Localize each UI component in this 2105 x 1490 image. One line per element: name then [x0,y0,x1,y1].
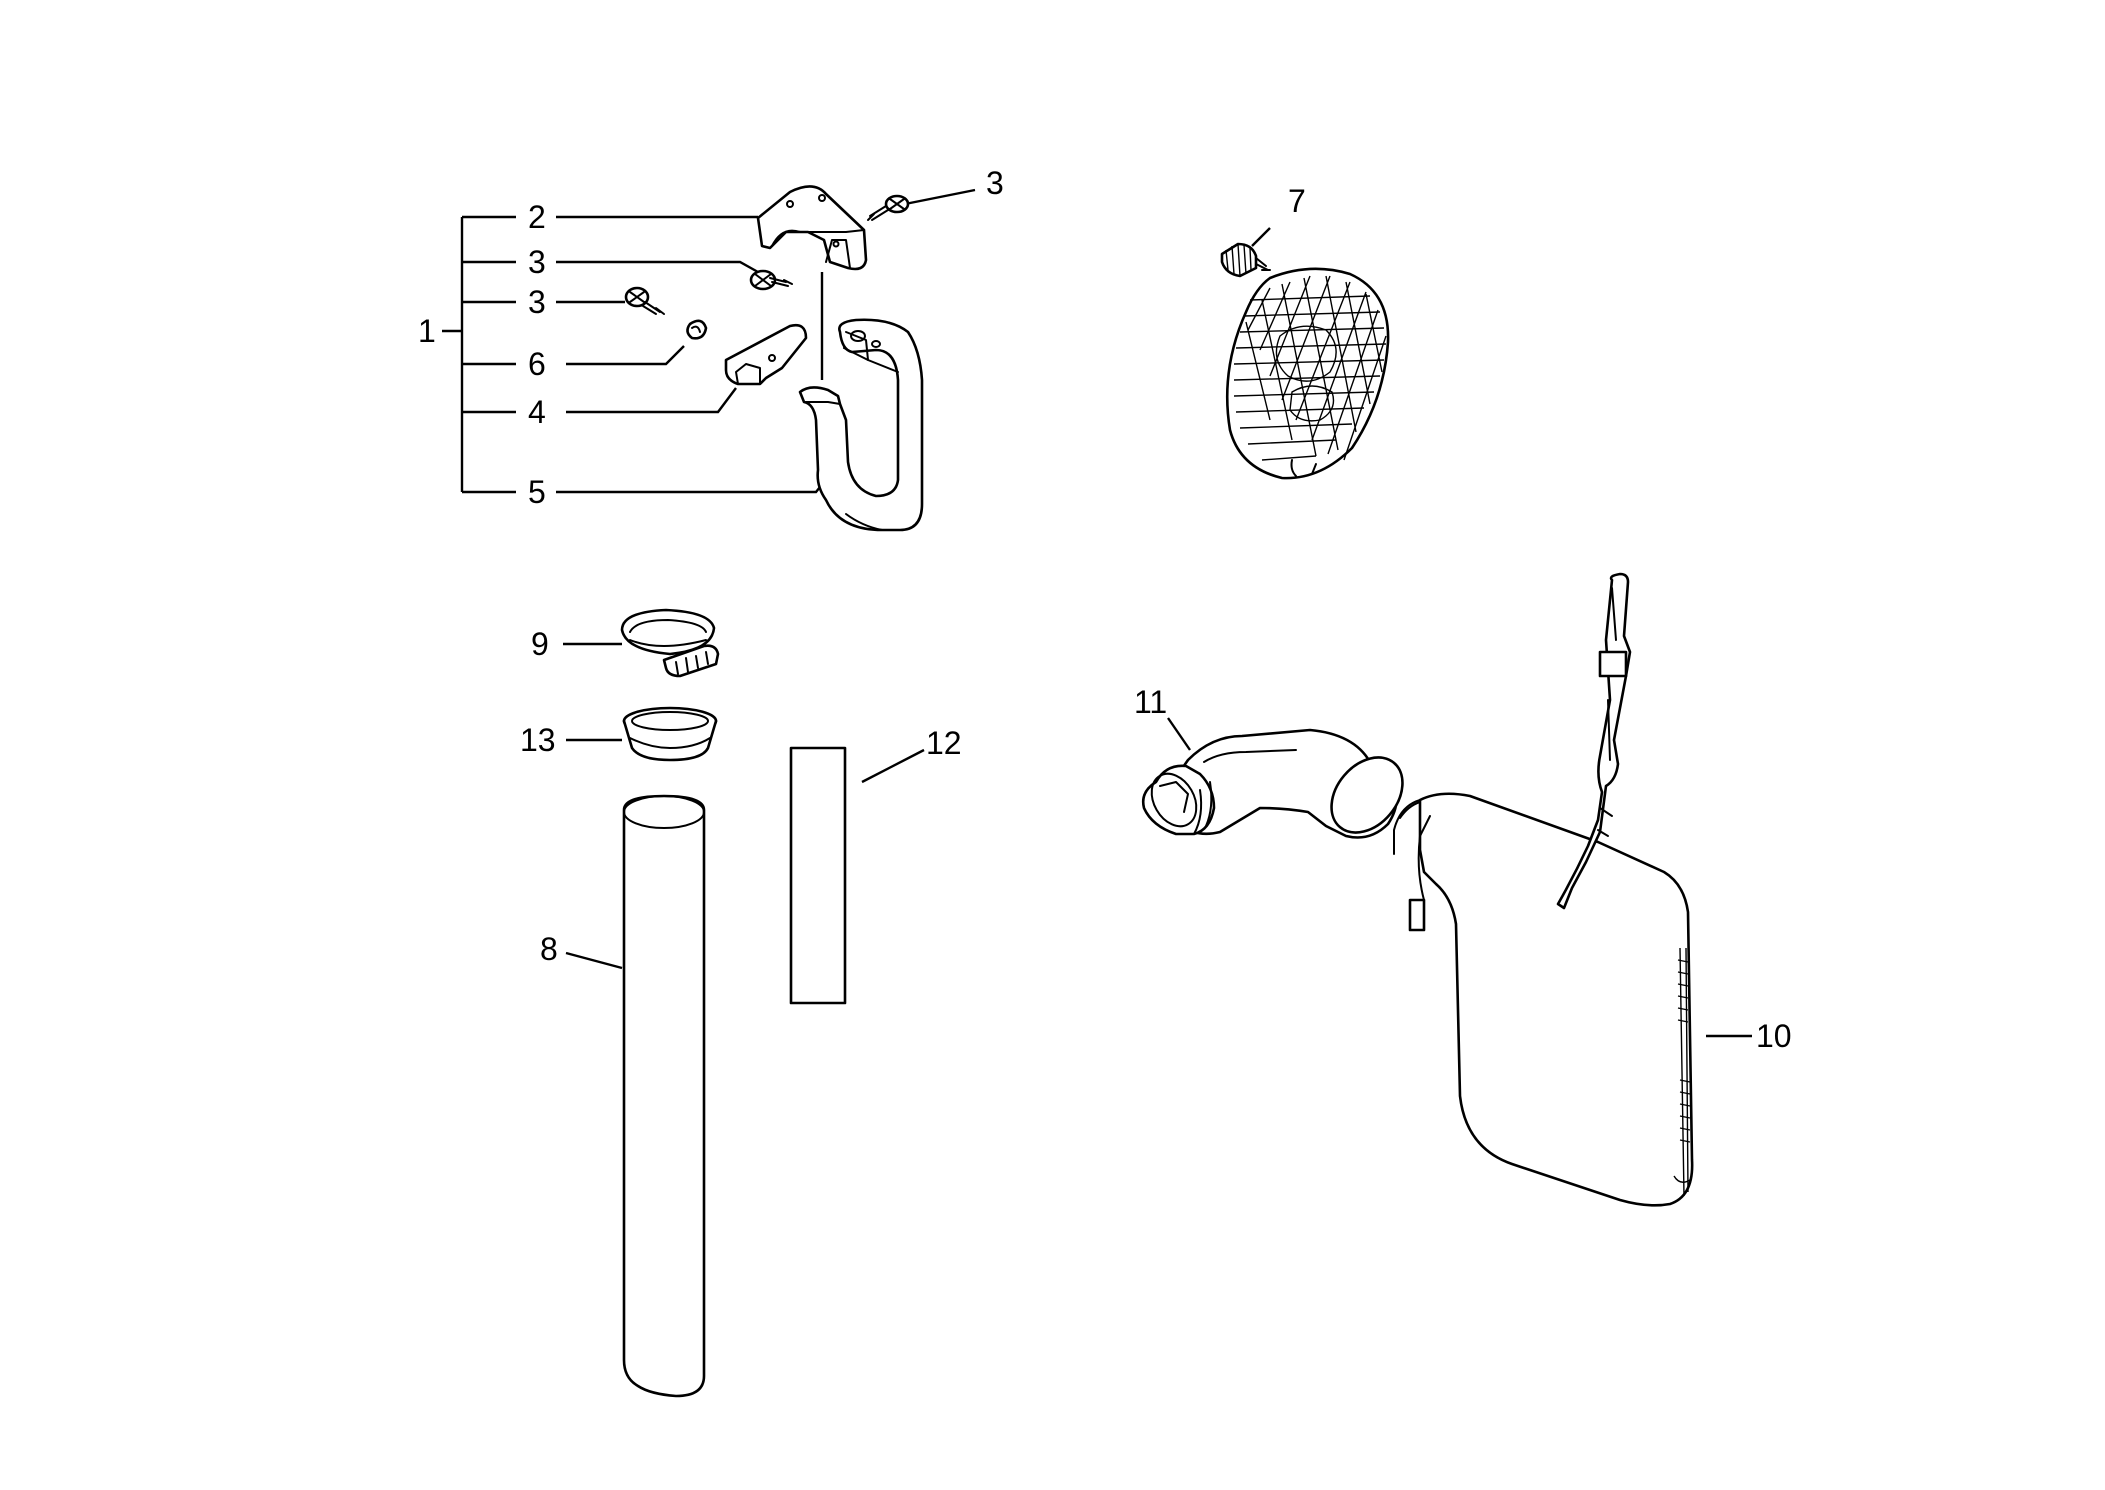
part-13-ring [622,706,718,762]
callout-10: 10 [1756,1018,1792,1054]
part-6-nut [686,319,708,340]
part-12-strip [789,746,847,1005]
callout-13: 13 [520,722,556,758]
callout-12: 12 [926,725,962,761]
part-3-screw-top [867,194,910,221]
part-4-lever [724,323,808,386]
callout-4: 4 [528,394,546,430]
part-3-screw-low [624,286,665,315]
callout-7: 7 [1288,183,1306,219]
callout-3-top: 3 [986,165,1004,201]
callout-1: 1 [418,313,436,349]
callout-3-low: 3 [528,284,546,320]
callout-5: 5 [528,474,546,510]
callout-6: 6 [528,346,546,382]
part-11-elbow [1141,728,1404,839]
part-8-tube [622,794,706,1398]
callout-8: 8 [540,931,558,967]
part-7-intake-cover [1225,267,1390,480]
part-3-screw-mid [749,269,793,291]
leader-lines [556,188,1752,1038]
callout-9: 9 [531,626,549,662]
part-10-bag [1393,572,1694,1207]
group-1-bracket [442,215,516,494]
part-5-handle [798,318,924,532]
callout-11: 11 [1134,684,1167,720]
callout-2: 2 [528,199,546,235]
part-9-hose-clamp [620,608,720,678]
callout-3-mid: 3 [528,244,546,280]
part-7-screw [1220,242,1271,278]
part-2-clamp-bracket [756,185,868,271]
